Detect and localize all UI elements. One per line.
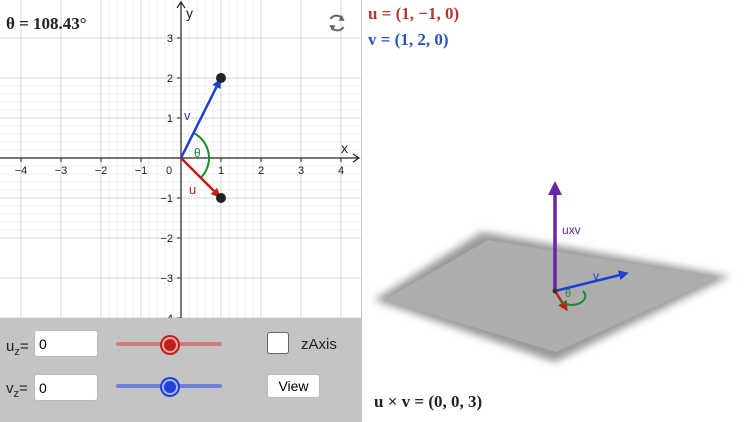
uz-slider[interactable] [116,337,222,353]
y-tick-label: −1 [160,193,173,205]
controls-panel: uz= vz= [0,318,361,422]
theta-readout: θ = 108.43° [6,14,87,33]
uz-label: uz= [6,338,29,358]
vector-v-2d-point [216,73,226,83]
graph-2d-canvas[interactable]: x y −4 −3 −2 −1 0 1 2 3 4 3 2 1 −1 −2 −3 −4 θ v u [0,0,361,318]
refresh-icon[interactable] [326,12,348,34]
zaxis-checkbox[interactable] [267,332,289,354]
vector-u-3d [553,290,568,312]
x-axis-label: x [341,140,348,156]
x-tick-label: −2 [95,165,108,177]
cross-definition: u × v = (0, 0, 3) [374,392,483,411]
vz-input[interactable] [34,374,98,401]
y-tick-label: −2 [160,233,173,245]
view-button[interactable]: View [267,374,320,398]
cross-label: uxv [562,223,581,237]
x-tick-label: 1 [218,165,224,177]
uz-input[interactable] [34,330,98,357]
graph-2d-view[interactable]: x y −4 −3 −2 −1 0 1 2 3 4 3 2 1 −1 −2 −3 −4 θ v u θ = 108.43… [0,0,361,318]
angle-arc-3d [560,290,587,306]
vz-slider-knob[interactable] [162,379,178,395]
angle-label-3d: θ [565,288,571,300]
x-tick-label: 4 [338,165,344,177]
angle-arc-2d [193,132,210,179]
left-panel: x y −4 −3 −2 −1 0 1 2 3 4 3 2 1 −1 −2 −3 −4 θ v u θ = 108.43… [0,0,362,422]
x-tick-label: 0 [166,165,172,177]
graph-3d-canvas[interactable]: uxv v θ [362,0,750,422]
x-tick-label: −1 [135,165,148,177]
y-axis-arrow [176,0,186,9]
x-tick-label: 2 [258,165,264,177]
x-tick-label: 3 [298,165,304,177]
zaxis-label: zAxis [301,336,337,353]
vz-slider[interactable] [116,379,222,395]
vz-label: vz= [6,380,28,400]
y-axis-label: y [186,5,193,21]
y-tick-label: −4 [160,313,173,318]
uz-slider-knob[interactable] [162,337,178,353]
vector-v-3d [554,270,629,293]
vector-u-2d [180,157,215,192]
origin-point-3d [552,288,558,294]
y-tick-label: 2 [167,73,173,85]
y-tick-label: 1 [167,113,173,125]
vector-v-2d-label: v [184,108,191,123]
y-tick-label: 3 [167,33,173,45]
vector-v-3d-label: v [593,269,599,283]
vector-u-2d-point [216,193,226,203]
u-definition: u = (1, −1, 0) [368,4,460,23]
vector-u-2d-label: u [189,182,196,197]
x-tick-label: −4 [15,165,28,177]
graph-3d-view[interactable]: uxv v θ u = (1, −1, 0) v = (1, 2, 0) u ×… [362,0,750,422]
x-tick-label: −3 [55,165,68,177]
v-definition: v = (1, 2, 0) [368,30,449,49]
angle-label-2d: θ [194,146,201,160]
y-tick-label: −3 [160,273,173,285]
xy-plane-core [384,240,718,352]
vector-v-2d [179,86,218,159]
x-axis-arrow [352,153,361,163]
